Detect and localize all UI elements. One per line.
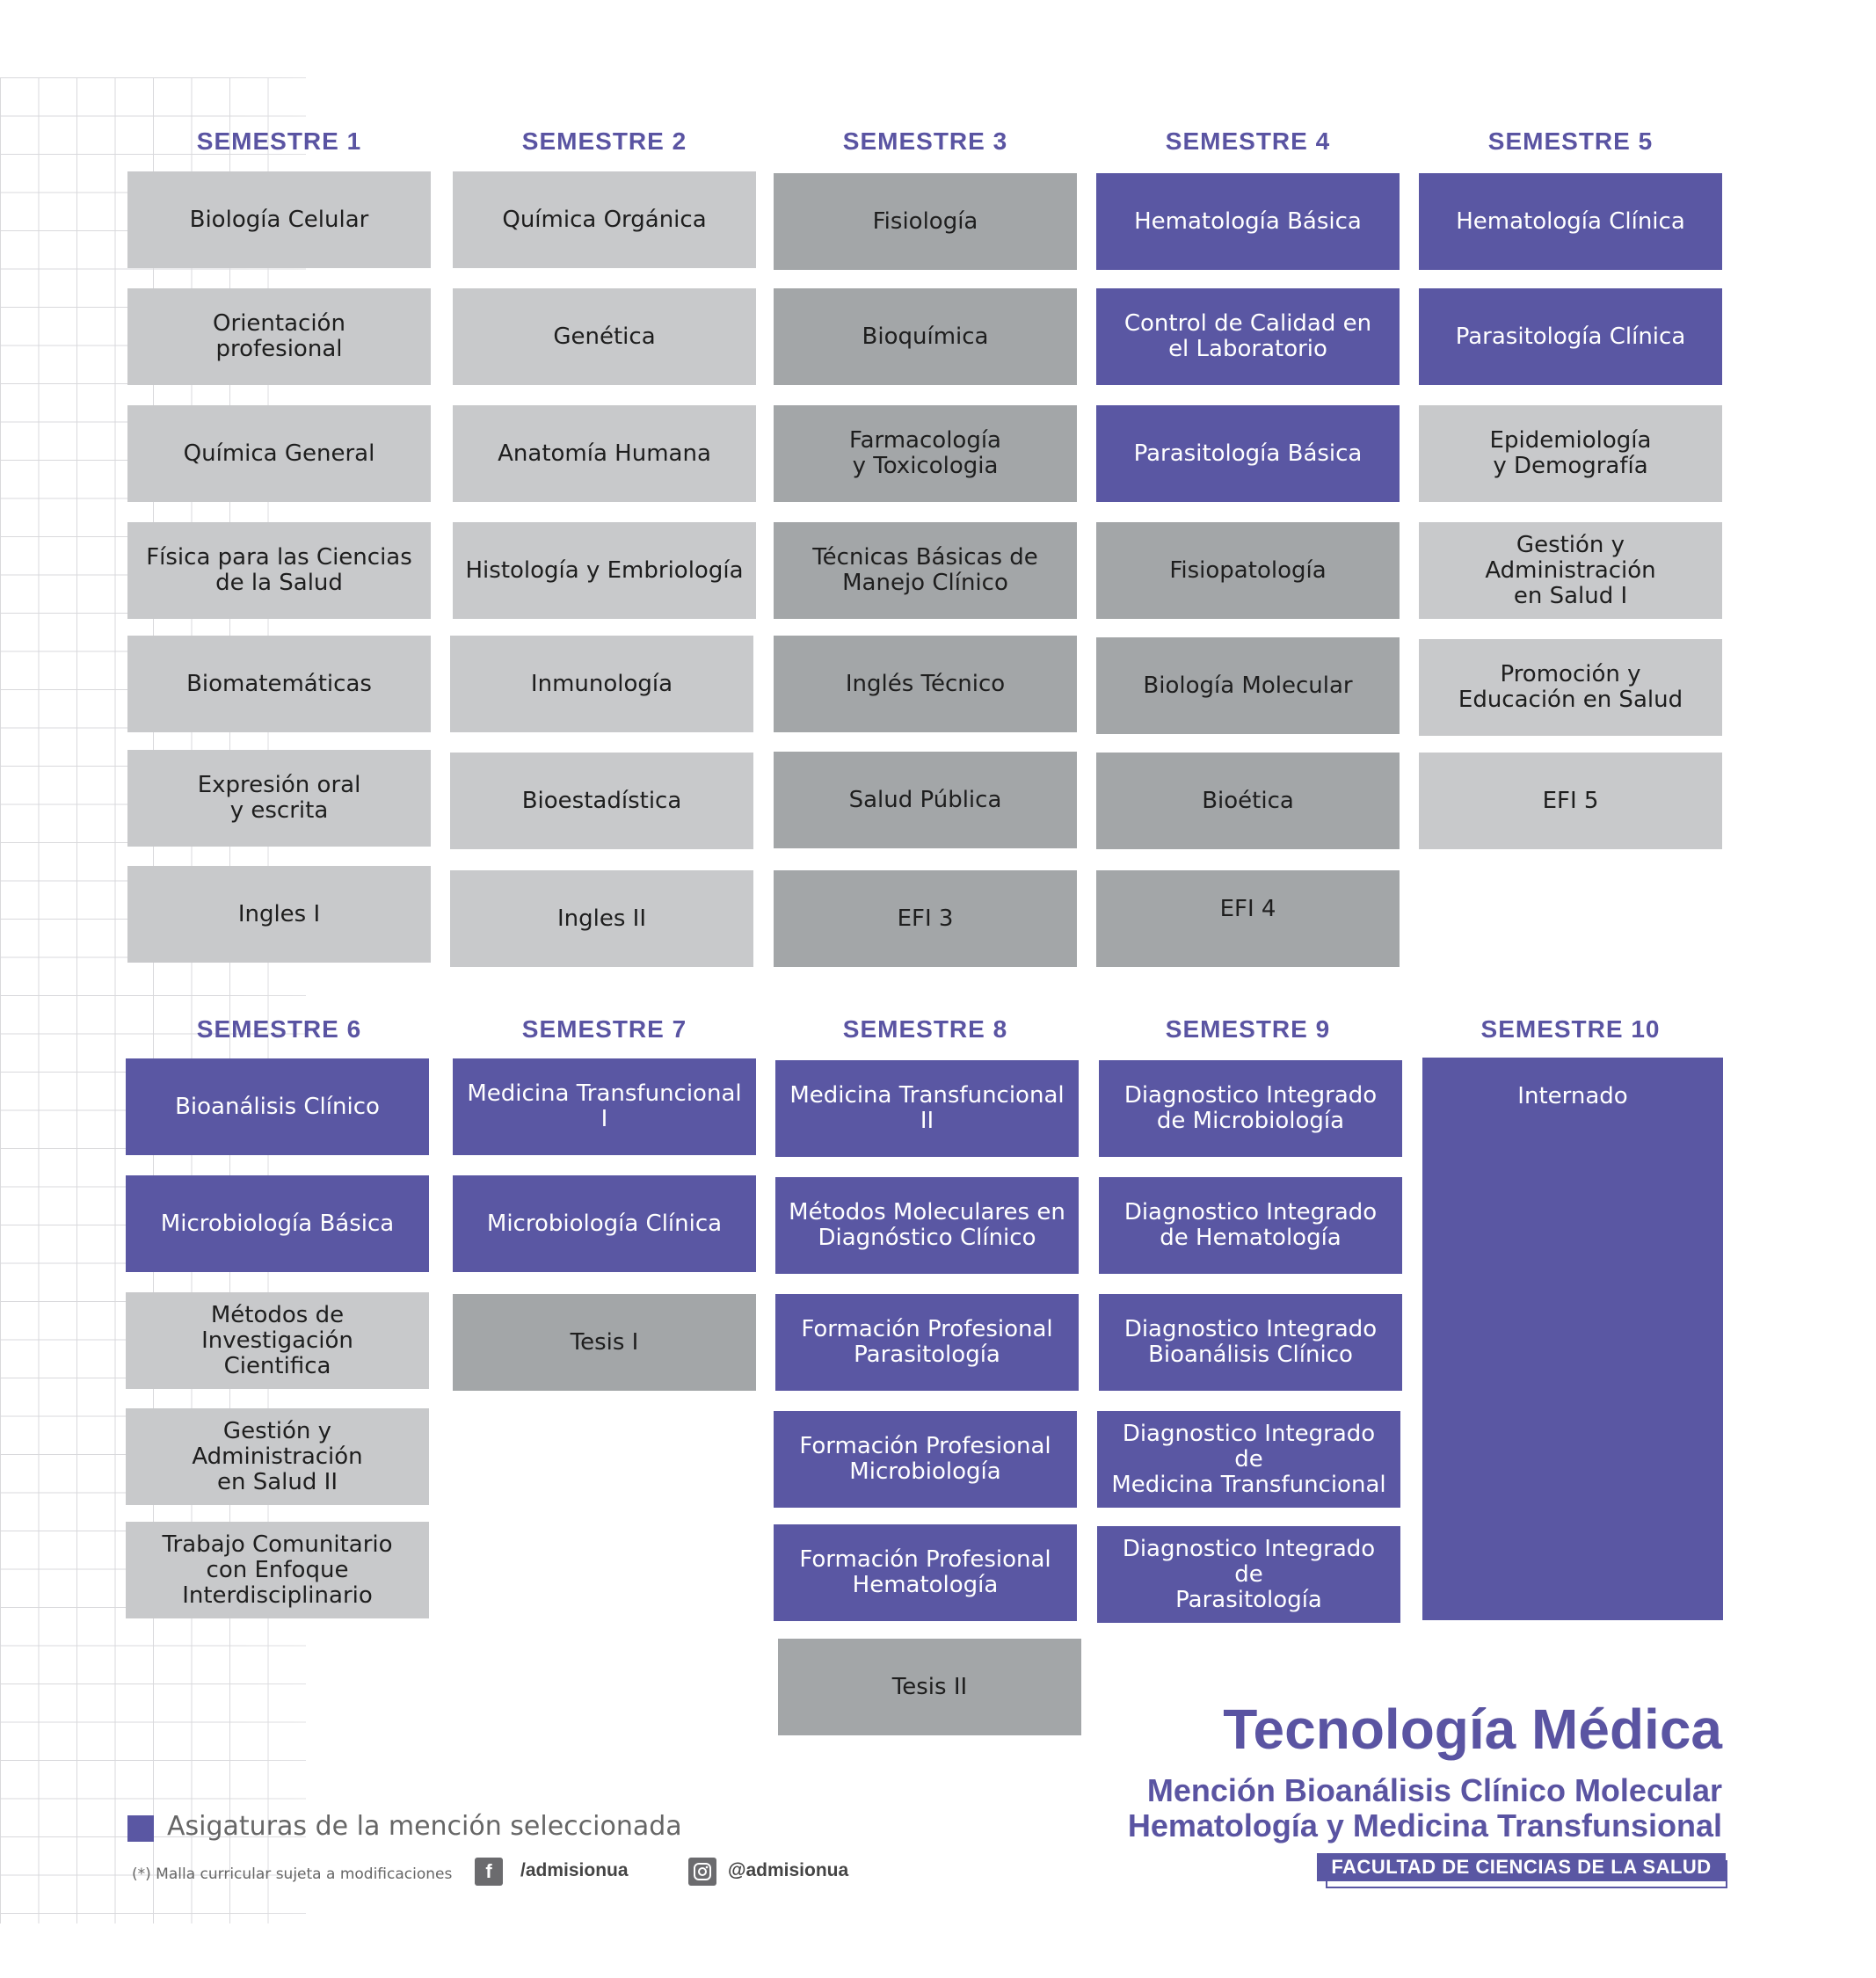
semester-8-title: SEMESTRE 8 — [842, 1015, 1008, 1043]
semester-6-title: SEMESTRE 6 — [196, 1015, 362, 1043]
course-cell: Ingles II — [450, 870, 753, 967]
course-cell: Bioquímica — [774, 288, 1077, 385]
facebook-handle[interactable]: /admisionua — [520, 1860, 629, 1880]
course-cell: Anatomía Humana — [453, 405, 756, 502]
course-cell: Expresión oral y escrita — [127, 750, 431, 847]
course-cell: Promoción y Educación en Salud — [1419, 639, 1722, 736]
course-cell: EFI 4 — [1096, 870, 1400, 967]
course-cell: Ingles I — [127, 866, 431, 963]
course-cell: Trabajo Comunitario con Enfoque Interdis… — [126, 1522, 429, 1618]
course-cell: EFI 5 — [1419, 753, 1722, 849]
course-cell-mention: Formación Profesional Hematología — [774, 1524, 1077, 1621]
course-cell-mention: Diagnostico Integrado de Hematología — [1099, 1177, 1402, 1274]
course-cell-mention: Microbiología Clínica — [453, 1175, 756, 1272]
course-cell: Tesis II — [778, 1639, 1081, 1735]
legend-text: Asigaturas de la mención seleccionada — [167, 1811, 682, 1842]
course-cell-mention: Bioanálisis Clínico — [126, 1058, 429, 1155]
course-cell-mention: Medicina Transfuncional I — [453, 1058, 756, 1155]
instagram-glyph — [694, 1863, 711, 1880]
course-cell-mention: Diagnostico Integrado de Medicina Transf… — [1097, 1411, 1400, 1508]
course-cell: Bioestadística — [450, 753, 753, 849]
program-subtitle-specialty: Hematología y Medicina Transfunsional — [1127, 1807, 1722, 1843]
course-cell-mention: Hematología Básica — [1096, 173, 1400, 270]
course-cell-mention: Hematología Clínica — [1419, 173, 1722, 270]
course-cell-mention: Métodos Moleculares en Diagnóstico Clíni… — [775, 1177, 1079, 1274]
course-cell: Fisiología — [774, 173, 1077, 270]
semester-4-title: SEMESTRE 4 — [1165, 127, 1331, 155]
course-cell: Genética — [453, 288, 756, 385]
course-cell-mention: Diagnostico Integrado Bioanálisis Clínic… — [1099, 1294, 1402, 1391]
semester-9-title: SEMESTRE 9 — [1165, 1015, 1331, 1043]
semester-1-title: SEMESTRE 1 — [196, 127, 362, 155]
course-cell: Inglés Técnico — [774, 636, 1077, 732]
course-cell-mention: Diagnostico Integrado de Microbiología — [1099, 1060, 1402, 1157]
course-cell: Física para las Ciencias de la Salud — [127, 522, 431, 619]
curriculum-note: (*) Malla curricular sujeta a modificaci… — [132, 1865, 453, 1883]
course-cell-mention: Formación Profesional Microbiología — [774, 1411, 1077, 1508]
course-cell-mention: Diagnostico Integrado de Parasitología — [1097, 1526, 1400, 1623]
semester-10-title: SEMESTRE 10 — [1480, 1015, 1661, 1043]
course-cell: Salud Pública — [774, 752, 1077, 848]
course-cell: Química Orgánica — [453, 171, 756, 268]
course-cell-mention: Medicina Transfuncional II — [775, 1060, 1079, 1157]
course-cell-mention: Formación Profesional Parasitología — [775, 1294, 1079, 1391]
course-cell: Fisiopatología — [1096, 522, 1400, 619]
course-cell-mention: Parasitología Básica — [1096, 405, 1400, 502]
course-cell: Biomatemáticas — [127, 636, 431, 732]
course-cell: Orientación profesional — [127, 288, 431, 385]
course-cell: Biología Molecular — [1096, 637, 1400, 734]
legend-swatch — [127, 1815, 154, 1842]
instagram-icon[interactable] — [688, 1858, 716, 1886]
course-cell: Inmunología — [450, 636, 753, 732]
semester-5-title: SEMESTRE 5 — [1487, 127, 1654, 155]
course-cell: Química General — [127, 405, 431, 502]
course-cell: Histología y Embriología — [453, 522, 756, 619]
course-cell: Biología Celular — [127, 171, 431, 268]
course-cell: Epidemiología y Demografía — [1419, 405, 1722, 502]
course-cell: Bioética — [1096, 753, 1400, 849]
course-cell: Farmacología y Toxicologia — [774, 405, 1077, 502]
facebook-icon[interactable]: f — [475, 1858, 503, 1886]
course-cell: Tesis I — [453, 1294, 756, 1391]
semester-2-title: SEMESTRE 2 — [521, 127, 687, 155]
course-cell-mention-internado: Internado — [1422, 1058, 1723, 1620]
program-subtitle-mention: Mención Bioanálisis Clínico Molecular — [1146, 1772, 1722, 1808]
semester-7-title: SEMESTRE 7 — [521, 1015, 687, 1043]
course-cell: Gestión y Administración en Salud II — [126, 1408, 429, 1505]
instagram-handle[interactable]: @admisionua — [728, 1860, 849, 1880]
faculty-badge: FACULTAD DE CIENCIAS DE LA SALUD — [1317, 1853, 1726, 1881]
program-title: Tecnología Médica — [1223, 1698, 1722, 1761]
course-cell: Técnicas Básicas de Manejo Clínico — [774, 522, 1077, 619]
course-cell-mention: Control de Calidad en el Laboratorio — [1096, 288, 1400, 385]
course-cell-mention: Microbiología Básica — [126, 1175, 429, 1272]
course-cell: Gestión y Administración en Salud I — [1419, 522, 1722, 619]
semester-3-title: SEMESTRE 3 — [842, 127, 1008, 155]
course-cell: EFI 3 — [774, 870, 1077, 967]
course-cell: Métodos de Investigación Cientifica — [126, 1292, 429, 1389]
course-cell-mention: Parasitología Clínica — [1419, 288, 1722, 385]
